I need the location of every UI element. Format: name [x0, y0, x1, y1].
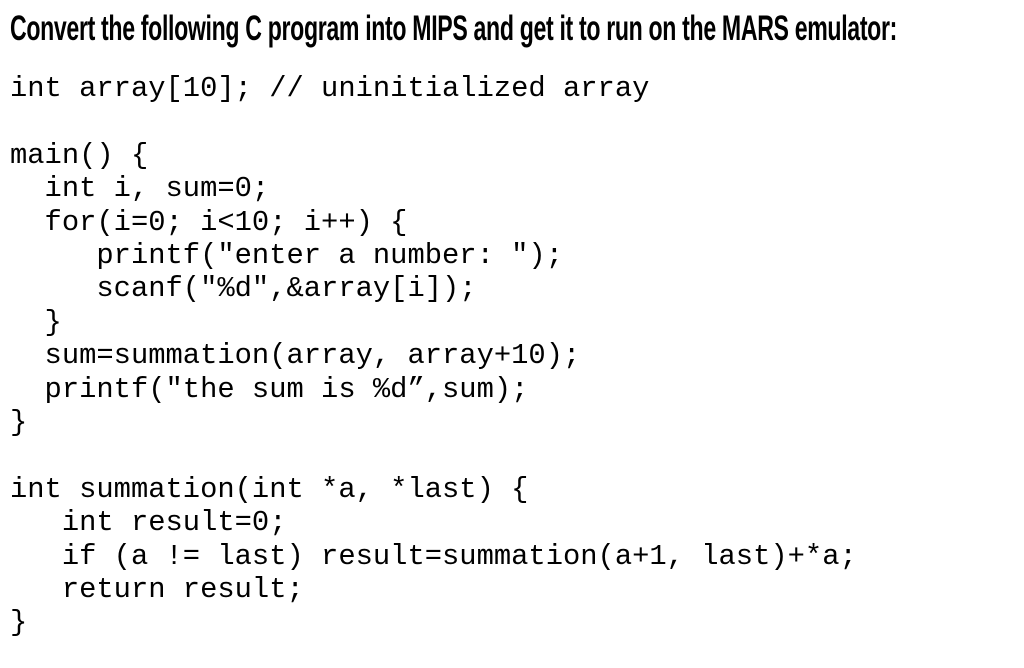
- c-code-summation-function: int summation(int *a, *last) { int resul…: [10, 472, 857, 640]
- c-code-array-declaration: int array[10]; // uninitialized array: [10, 72, 650, 105]
- question-heading: Convert the following C program into MIP…: [10, 9, 897, 48]
- c-code-main-function: main() { int i, sum=0; for(i=0; i<10; i+…: [10, 138, 581, 440]
